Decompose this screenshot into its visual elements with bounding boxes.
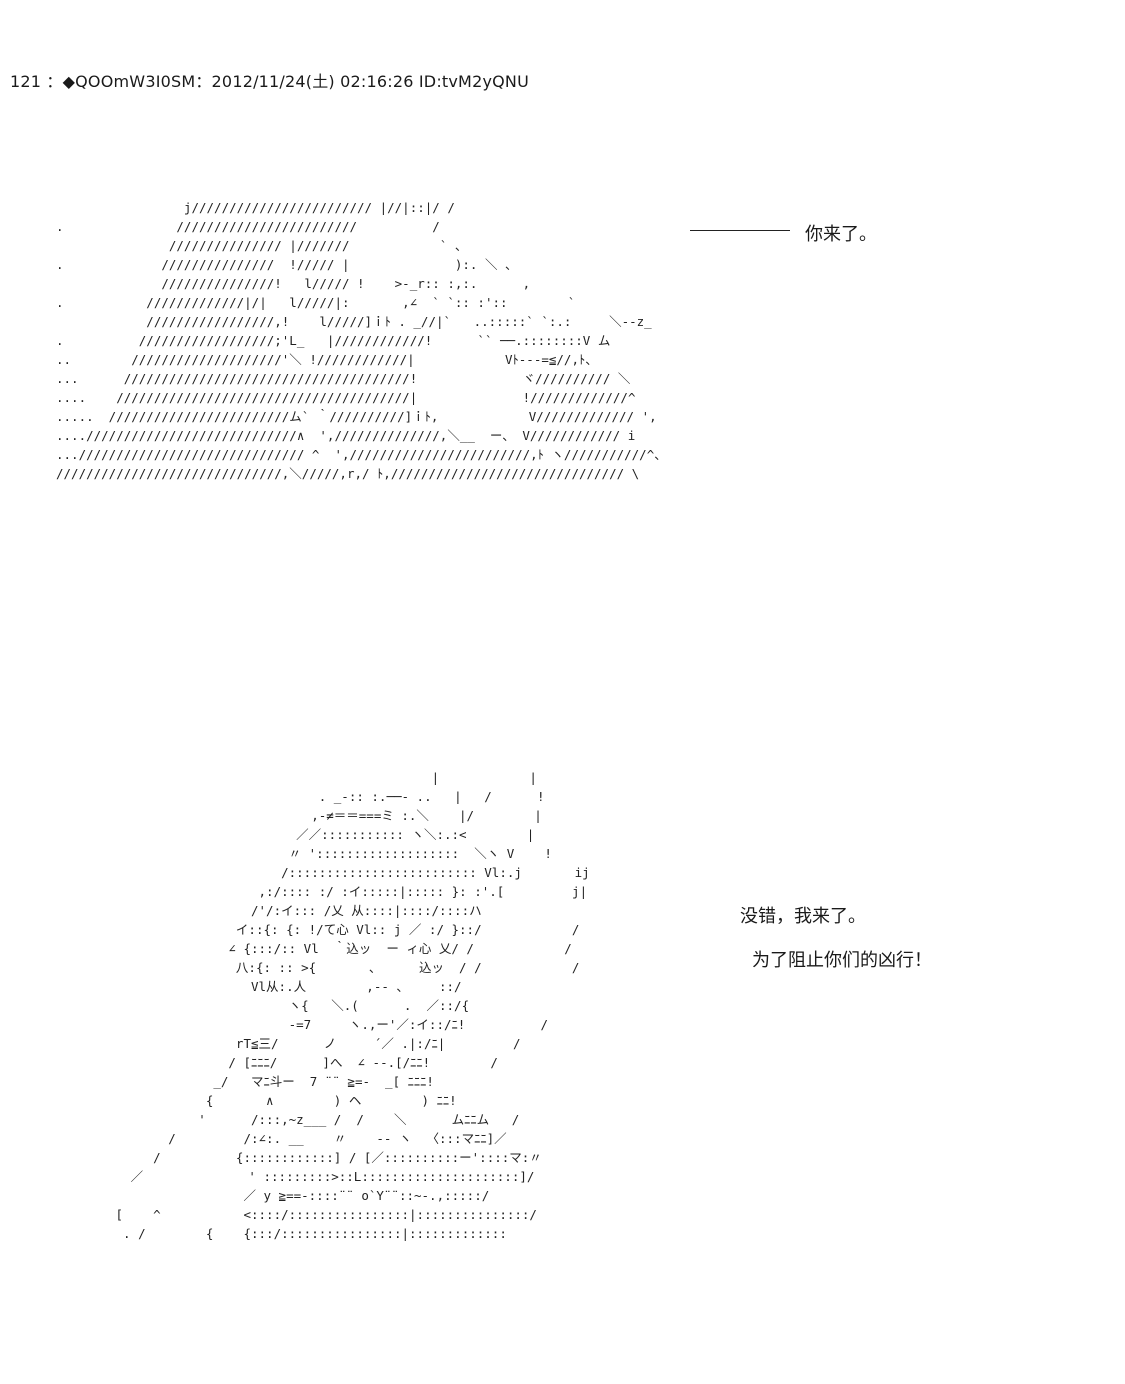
ascii-art-panel-1: j//////////////////////// |//|::|/ / . /… [56, 200, 667, 481]
dialogue-stop-crime: 为了阻止你们的凶行！ [752, 950, 932, 971]
ascii-art-panel-2: | | . _-:: :.──- .. | / ! ,-≠＝＝===ミ :.＼ … [115, 770, 590, 1241]
dialogue-dash [690, 230, 790, 231]
dialogue-i-came: 没错，我来了。 [740, 906, 866, 927]
page-canvas [10, 0, 1125, 1384]
post-header: 121 ：◆QOOmW3I0SM：2012/11/24(土) 02:16:26 … [10, 72, 529, 91]
dialogue-you-came: 你来了。 [805, 224, 877, 245]
